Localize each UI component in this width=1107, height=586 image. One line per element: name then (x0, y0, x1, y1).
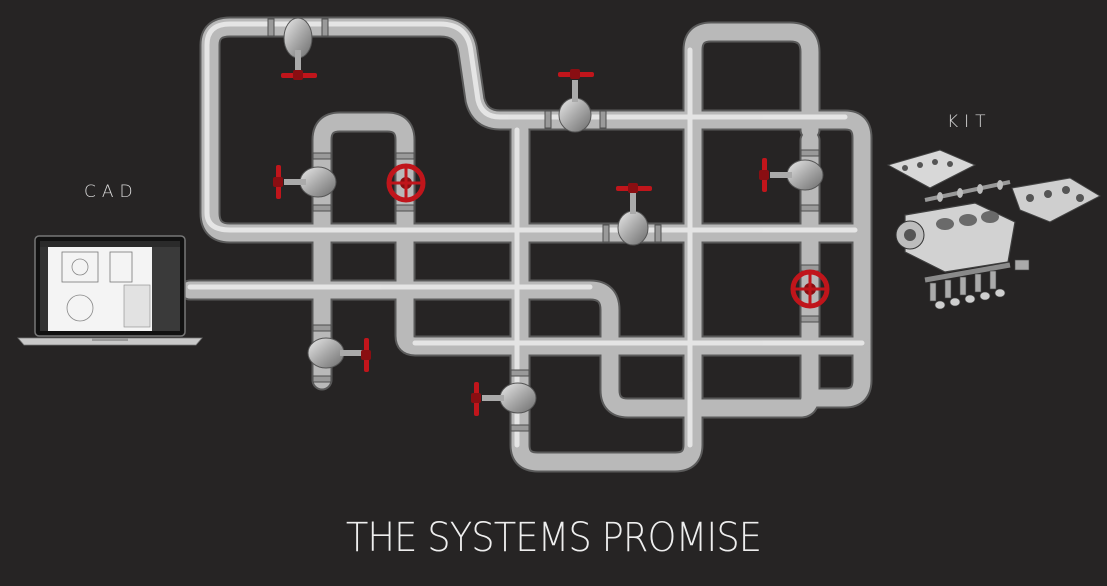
gate-valve-icon (273, 17, 824, 416)
kit-label: KIT (947, 112, 992, 132)
pipe-flanges (267, 18, 820, 432)
engine-kit-icon (886, 149, 1102, 310)
page-title: THE SYSTEMS PROMISE (345, 515, 762, 561)
cad-label: CAD (84, 182, 139, 202)
valve-handwheel-icon (386, 163, 830, 309)
laptop-cad-icon (17, 235, 203, 346)
pipes (179, 16, 873, 473)
